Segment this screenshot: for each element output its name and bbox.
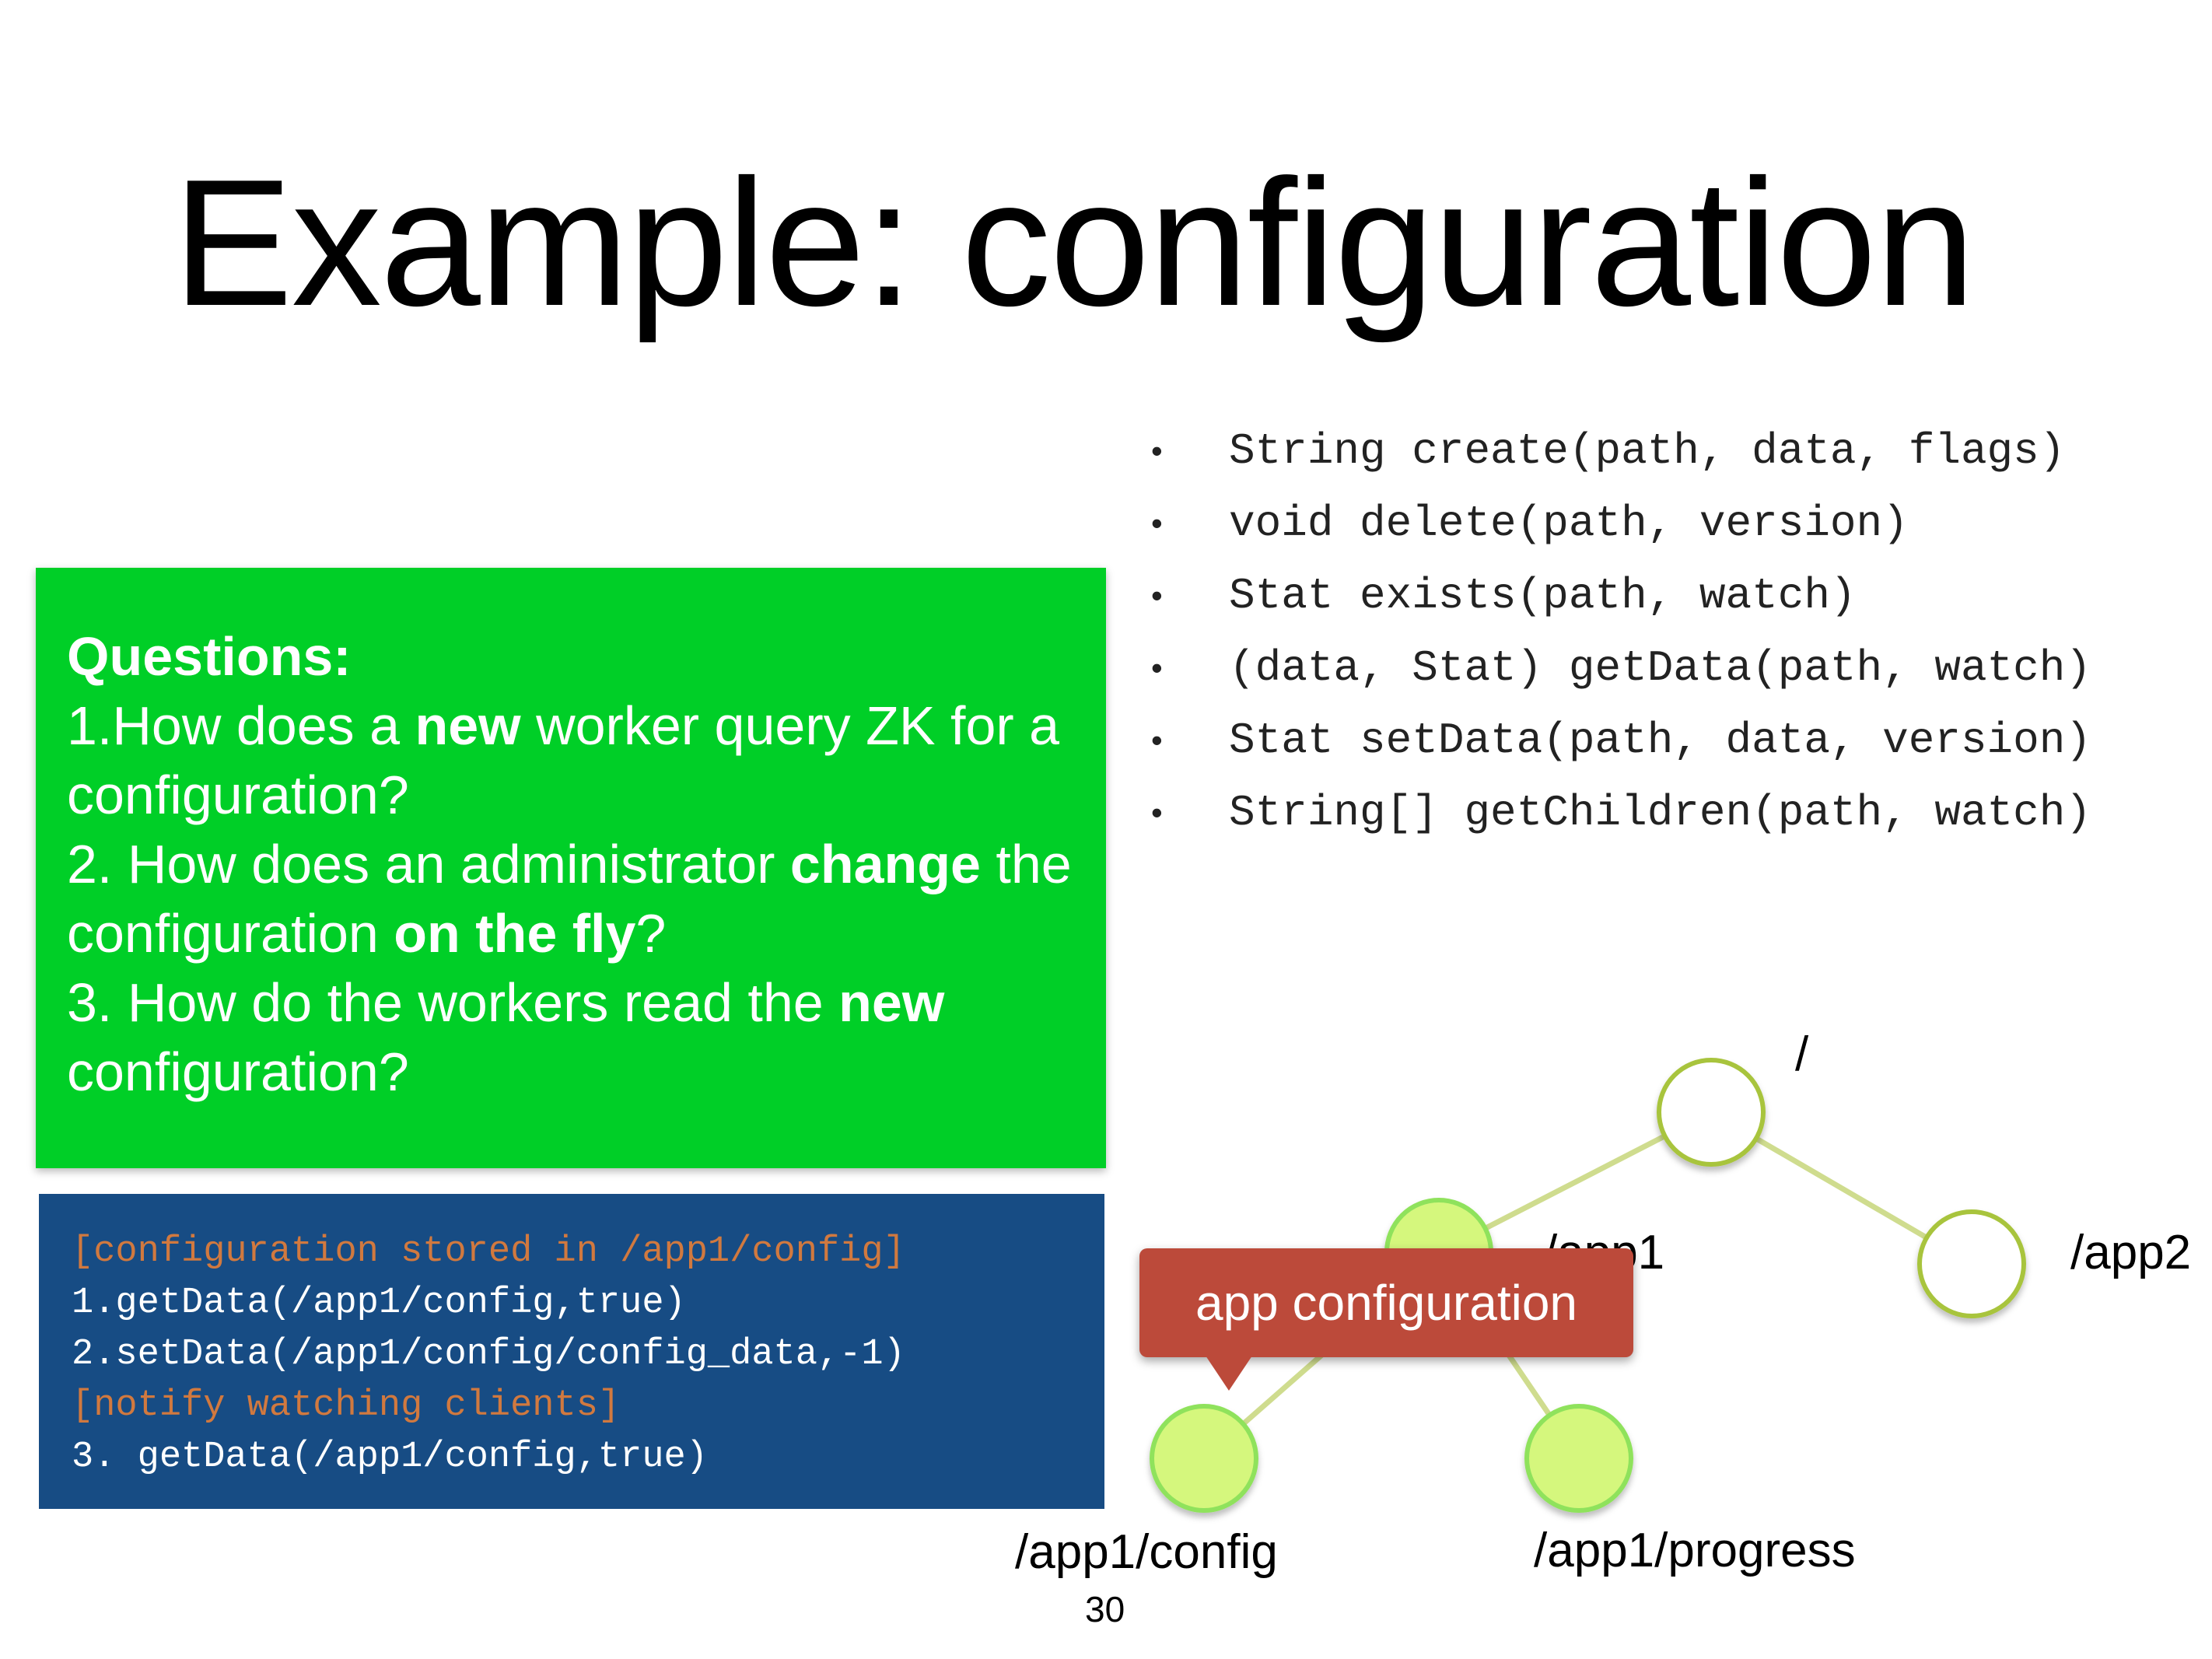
api-signature: Stat setData(path, data, version) <box>1229 716 2091 765</box>
app2-node <box>1917 1209 2026 1318</box>
code-comment: [configuration stored in /app1/config] <box>72 1231 905 1272</box>
root-label: / <box>1795 1027 1809 1081</box>
api-signature: String[] getChildren(path, watch) <box>1229 788 2091 838</box>
progress-node <box>1524 1404 1633 1513</box>
api-signature: Stat exists(path, watch) <box>1229 571 1857 621</box>
api-signature: (data, Stat) getData(path, watch) <box>1229 643 2091 693</box>
question-2: 2. How does an administrator change the … <box>67 834 1072 964</box>
bullet-icon: • <box>1151 577 1163 614</box>
questions-box: Questions: 1.How does a new worker query… <box>36 568 1106 1168</box>
callout-pointer <box>1206 1356 1252 1391</box>
code-line: 1.getData(/app1/config,true) <box>72 1283 686 1324</box>
slide-title: Example: configuration <box>173 142 1976 344</box>
config-node <box>1150 1404 1258 1513</box>
api-signature: void delete(path, version) <box>1229 499 1909 548</box>
bullet-icon: • <box>1151 432 1163 469</box>
code-box: [configuration stored in /app1/config] 1… <box>39 1194 1104 1509</box>
app2-label: /app2 <box>2070 1226 2192 1279</box>
questions-heading: Questions: <box>67 626 352 687</box>
progress-label: /app1/progress <box>1534 1524 1856 1577</box>
page-number: 30 <box>1085 1589 1125 1629</box>
code-comment: [notify watching clients] <box>72 1385 621 1426</box>
bullet-icon: • <box>1151 649 1163 686</box>
api-signature: String create(path, data, flags) <box>1229 426 2066 476</box>
config-label: /app1/config <box>1015 1525 1278 1579</box>
code-line: 3. getData(/app1/config,true) <box>72 1437 708 1478</box>
code-line: 2.setData(/app1/config/config_data,-1) <box>72 1334 905 1375</box>
bullet-icon: • <box>1151 722 1163 758</box>
question-1: 1.How does a new worker query ZK for a c… <box>67 695 1060 825</box>
bullet-icon: • <box>1151 794 1163 831</box>
question-3: 3. How do the workers read the new confi… <box>67 972 945 1102</box>
bullet-icon: • <box>1151 505 1163 541</box>
root-node <box>1657 1058 1766 1167</box>
app-configuration-callout: app configuration <box>1139 1248 1633 1357</box>
